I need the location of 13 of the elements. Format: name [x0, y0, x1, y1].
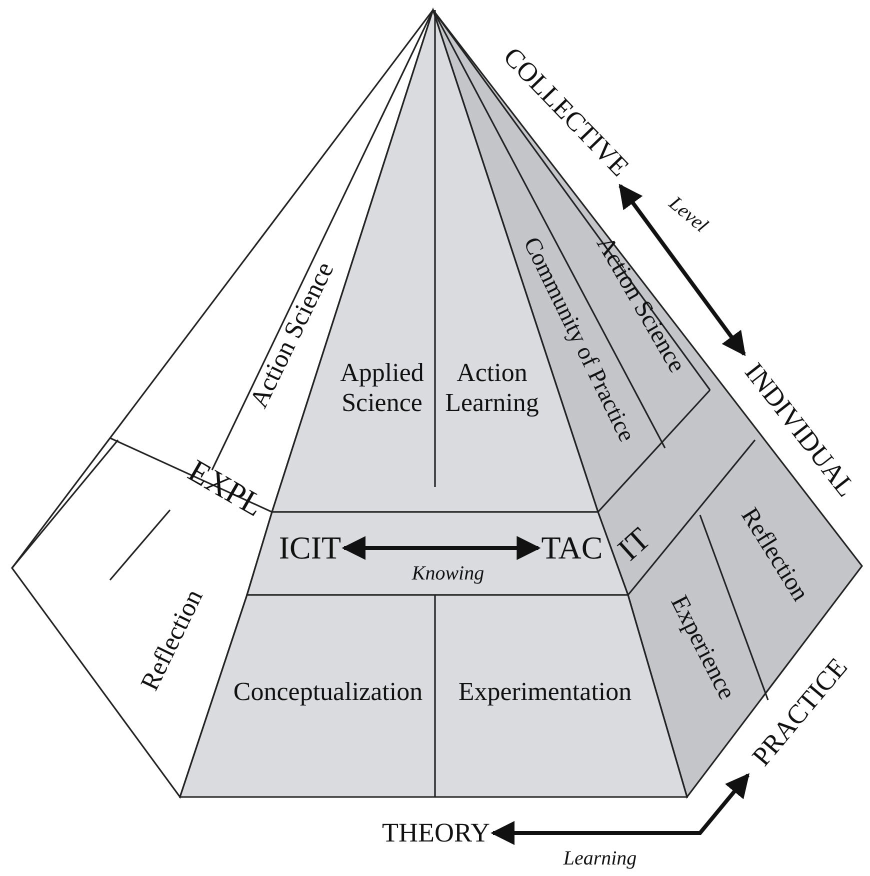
- axis-label: THEORY: [382, 817, 490, 849]
- double-arrow: [342, 536, 541, 560]
- axis-label: TAC: [541, 530, 603, 566]
- axis-label: ICIT: [278, 530, 342, 566]
- axis-label: IT: [610, 520, 658, 568]
- region-label: Applied Science: [327, 358, 437, 418]
- edge-label: Learning: [563, 848, 637, 870]
- edge-label: Knowing: [412, 562, 484, 586]
- region-label: Conceptualization: [233, 677, 423, 707]
- double-arrow: [618, 184, 746, 356]
- region-label: Experimentation: [458, 677, 632, 707]
- double-arrow: [490, 773, 750, 845]
- region-label: Action Learning: [437, 358, 547, 418]
